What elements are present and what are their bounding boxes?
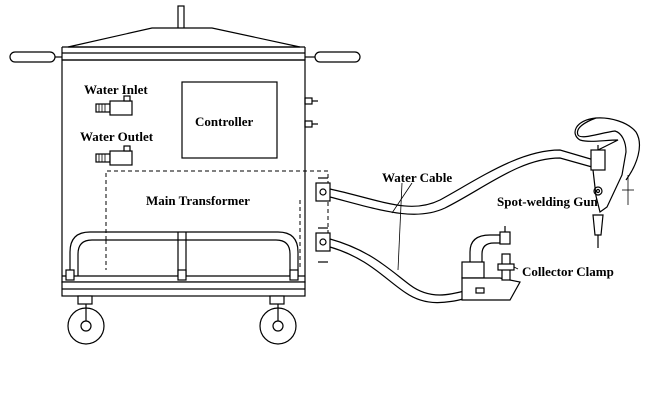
right-wheel — [259, 295, 297, 345]
spot-welding-gun-label: Spot-welding Gun — [497, 194, 599, 209]
collector-clamp — [461, 226, 521, 301]
water-inlet-label: Water Inlet — [84, 82, 148, 97]
collector-clamp-label: Collector Clamp — [522, 264, 614, 279]
main-transformer-label: Main Transformer — [146, 193, 250, 208]
controller-box — [181, 81, 278, 159]
water-inlet-fitting — [95, 95, 133, 116]
controller-label: Controller — [195, 114, 253, 129]
side-connectors — [304, 97, 318, 128]
spot-welding-gun — [574, 117, 640, 248]
output-terminals — [315, 177, 331, 263]
water-cable-label: Water Cable — [382, 170, 452, 185]
left-wheel — [67, 295, 105, 345]
main-transformer-outline — [105, 170, 329, 270]
lower-frame — [65, 231, 299, 281]
lower-water-cable — [329, 238, 469, 304]
cabinet-roof — [61, 5, 306, 61]
base-plate — [61, 281, 306, 297]
right-handle — [305, 51, 361, 63]
water-outlet-label: Water Outlet — [80, 129, 154, 144]
left-handle — [9, 51, 62, 63]
upper-water-cable — [329, 149, 595, 215]
water-outlet-fitting — [95, 145, 133, 166]
